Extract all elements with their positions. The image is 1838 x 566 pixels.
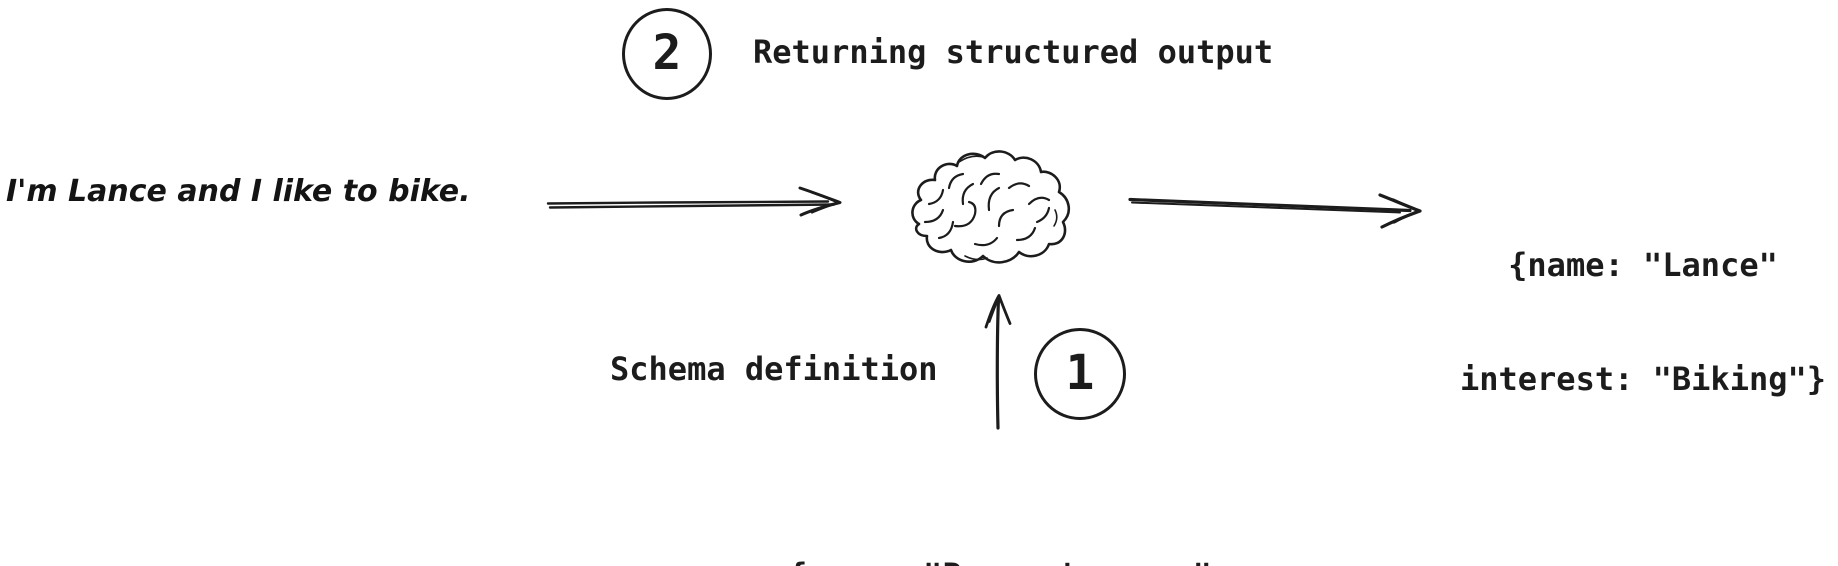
step-2-label: Returning structured output (753, 33, 1274, 71)
input-arrow (546, 186, 842, 217)
step-1-number: 1 (1065, 345, 1095, 401)
schema-arrow (984, 294, 1012, 430)
brain-icon (911, 150, 1071, 264)
user-input-text: I'm Lance and I like to bike. (6, 174, 471, 209)
step-2-number: 2 (652, 25, 682, 81)
output-arrow (1128, 193, 1422, 229)
structured-output-line-1: {name: "Lance" (1508, 246, 1778, 284)
schema-line-1: {name: "Person's name" (700, 555, 1300, 566)
step-1-label: Schema definition (610, 350, 938, 388)
structured-output-text: {name: "Lance" interest: "Biking"} (1448, 170, 1838, 474)
step-2-badge: 2 (622, 8, 712, 100)
step-1-badge: 1 (1034, 328, 1126, 420)
structured-output-line-2: interest: "Biking"} (1459, 360, 1827, 398)
schema-definition-text: {name: "Person's name" interest: "Person… (700, 475, 1300, 566)
